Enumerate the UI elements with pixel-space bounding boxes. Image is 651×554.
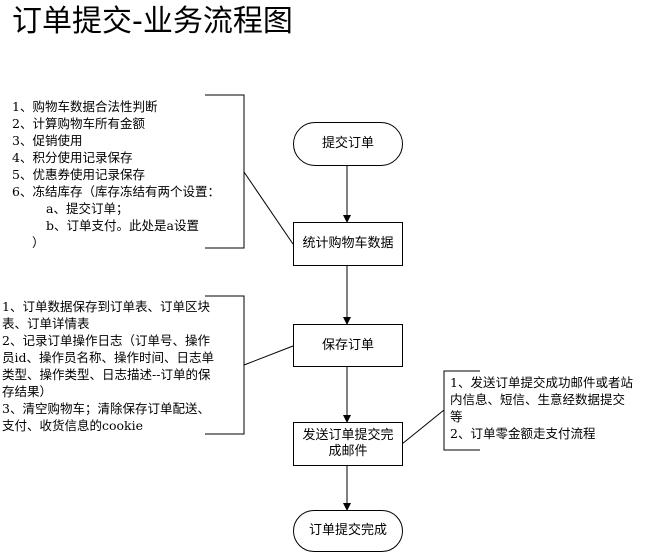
bracket-stats-note [205, 94, 245, 249]
end-node: 订单提交完成 [293, 510, 403, 552]
note-stats-line: 2、计算购物车所有金额 [12, 116, 145, 131]
link-mail-note [401, 409, 445, 445]
note-save-line: 类型、操作类型、日志描述--订单的保 [2, 367, 211, 382]
page-title: 订单提交-业务流程图 [12, 4, 293, 39]
link-save-note [243, 345, 294, 366]
process-save-order: 保存订单 [293, 324, 403, 367]
process-send-mail: 发送订单提交完 成邮件 [293, 422, 403, 466]
start-node: 提交订单 [293, 122, 403, 166]
note-mail: 1、发送订单提交成功邮件或者站 内信息、短信、生意经数据提交 等 2、订单零金额… [450, 374, 633, 442]
note-stats-line: 4、积分使用记录保存 [12, 150, 133, 165]
note-save-line: 表、订单详情表 [2, 316, 90, 331]
process-send-mail-label-2: 成邮件 [328, 444, 368, 459]
note-save-line: 存结果） [2, 384, 53, 399]
note-save-line: 1、订单数据保存到订单表、订单区块 [2, 299, 210, 314]
process-save-order-label: 保存订单 [321, 337, 374, 353]
note-stats-line: a、提交订单； [46, 201, 129, 216]
note-save-line: 支付、收货信息的cookie [2, 418, 144, 433]
process-stats-cart: 统计购物车数据 [293, 222, 403, 266]
process-send-mail-label-1: 发送订单提交完 [302, 428, 394, 443]
note-mail-line: 内信息、短信、生意经数据提交 [450, 392, 626, 407]
note-stats-line: 1、购物车数据合法性判断 [12, 99, 158, 114]
note-save-line: 3、清空购物车；清除保存订单配送、 [2, 401, 210, 416]
note-mail-line: 2、订单零金额走支付流程 [450, 426, 596, 441]
start-node-label: 提交订单 [321, 136, 374, 151]
process-stats-cart-label: 统计购物车数据 [302, 236, 394, 251]
note-stats-line: 5、优惠券使用记录保存 [12, 167, 145, 182]
note-stats-line: ） [32, 235, 45, 250]
note-save: 1、订单数据保存到订单表、订单区块 表、订单详情表 2、记录订单操作日志（订单号… [2, 298, 214, 434]
note-stats-line: b、订单支付。此处是a设置 [46, 218, 199, 233]
note-save-line: 2、记录订单操作日志（订单号、操作 [2, 333, 210, 348]
link-stats-note [243, 171, 294, 245]
end-node-label: 订单提交完成 [308, 523, 387, 538]
note-stats-line: 6、冻结库存（库存冻结有两个设置： [12, 184, 220, 199]
note-save-line: 员id、操作员名称、操作时间、日志单 [2, 350, 215, 365]
note-stats-line: 3、促销使用 [12, 133, 83, 148]
note-mail-line: 1、发送订单提交成功邮件或者站 [450, 375, 633, 390]
note-mail-line: 等 [450, 409, 463, 424]
note-stats: 1、购物车数据合法性判断 2、计算购物车所有金额 3、促销使用 4、积分使用记录… [12, 98, 220, 251]
